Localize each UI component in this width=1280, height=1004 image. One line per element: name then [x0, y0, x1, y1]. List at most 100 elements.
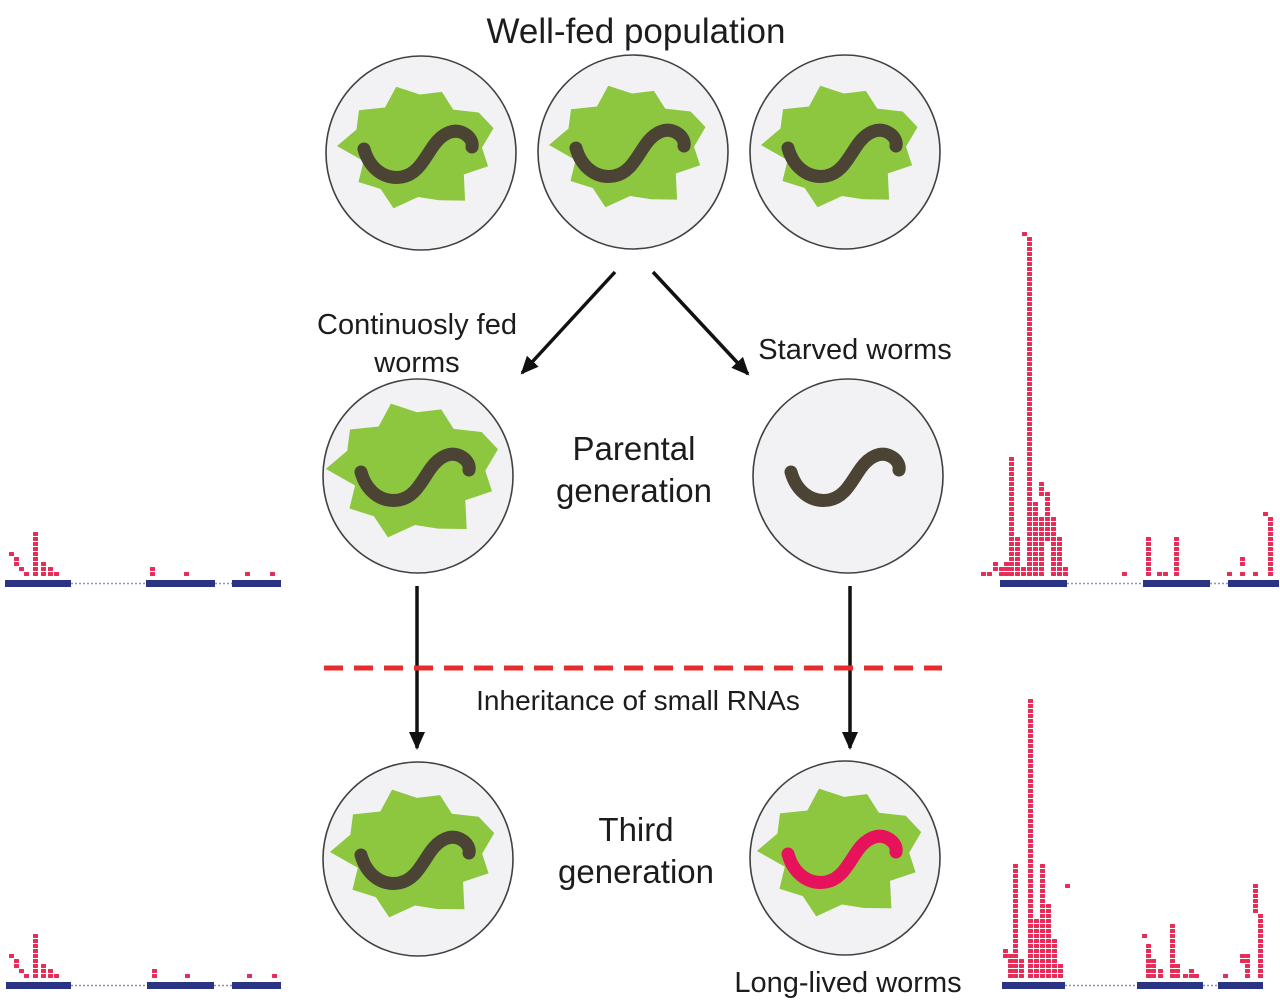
read-square [1027, 477, 1032, 481]
read-square [1057, 547, 1062, 551]
read-square [1015, 547, 1020, 551]
read-square [14, 964, 19, 968]
read-square [1158, 969, 1163, 973]
read-square [14, 959, 19, 963]
read-square [150, 572, 155, 576]
read-square [1009, 472, 1014, 476]
small-rna-reads [9, 934, 277, 978]
label-parental-generation: Parental generation [556, 430, 712, 509]
read-square [1057, 562, 1062, 566]
f3-longlived-plate [749, 760, 941, 956]
read-square [1009, 557, 1014, 561]
read-square [1009, 482, 1014, 486]
read-square [1027, 347, 1032, 351]
read-square [1027, 462, 1032, 466]
read-square [1034, 944, 1039, 948]
read-square [24, 974, 29, 978]
read-square [1027, 507, 1032, 511]
read-square [33, 949, 38, 953]
read-square [1013, 944, 1018, 948]
read-square [1045, 512, 1050, 516]
read-square [1028, 864, 1033, 868]
small-rna-reads [981, 232, 1273, 576]
worm-icon [784, 447, 906, 507]
read-square [1013, 949, 1018, 953]
read-square [1151, 974, 1156, 978]
read-square [1146, 964, 1151, 968]
read-square [1009, 537, 1014, 541]
label-starved-worms: Starved worms [758, 334, 952, 366]
gene-exon [147, 982, 214, 989]
read-square [1151, 959, 1156, 963]
read-square [1174, 537, 1179, 541]
read-square [1027, 277, 1032, 281]
read-square [19, 567, 24, 571]
read-square [1039, 532, 1044, 536]
read-square [1027, 242, 1032, 246]
read-square [1174, 547, 1179, 551]
read-square [1028, 969, 1033, 973]
read-square [1027, 387, 1032, 391]
read-square [1013, 864, 1018, 868]
read-square [1027, 327, 1032, 331]
read-square [1027, 472, 1032, 476]
read-square [1015, 562, 1020, 566]
read-square [1058, 964, 1063, 968]
read-square [1015, 567, 1020, 571]
read-square [1027, 557, 1032, 561]
read-square [1009, 487, 1014, 491]
read-square [1028, 909, 1033, 913]
read-square [1019, 959, 1024, 963]
worm-icon [354, 830, 476, 890]
read-square [1027, 542, 1032, 546]
read-square [1146, 944, 1151, 948]
read-square [1028, 919, 1033, 923]
read-square [1057, 537, 1062, 541]
read-square [1268, 522, 1273, 526]
read-square [1028, 819, 1033, 823]
read-square [1009, 467, 1014, 471]
read-square [1040, 934, 1045, 938]
read-square [1040, 959, 1045, 963]
read-square [1028, 874, 1033, 878]
read-square [33, 959, 38, 963]
read-square [1027, 357, 1032, 361]
read-square [1028, 869, 1033, 873]
read-square [1170, 959, 1175, 963]
read-square [1040, 924, 1045, 928]
read-square [1015, 542, 1020, 546]
read-square [1051, 562, 1056, 566]
read-square [1033, 517, 1038, 521]
read-square [1052, 964, 1057, 968]
read-square [1009, 462, 1014, 466]
read-square [1027, 322, 1032, 326]
read-square [1027, 397, 1032, 401]
read-square [33, 562, 38, 566]
read-square [1013, 919, 1018, 923]
read-square [272, 974, 277, 978]
read-square [1146, 959, 1151, 963]
read-square [1258, 919, 1263, 923]
read-square [1040, 939, 1045, 943]
read-square [1065, 884, 1070, 888]
read-square [1174, 542, 1179, 546]
read-square [1163, 572, 1168, 576]
read-square [1268, 567, 1273, 571]
read-square [1268, 532, 1273, 536]
read-square [993, 567, 998, 571]
read-square [1015, 552, 1020, 556]
read-square [1028, 889, 1033, 893]
read-square [14, 562, 19, 566]
read-square [1046, 924, 1051, 928]
read-square [1013, 929, 1018, 933]
read-square [1040, 899, 1045, 903]
read-square [1027, 457, 1032, 461]
read-square [1027, 567, 1032, 571]
bacteria-lawn [761, 85, 918, 208]
read-square [1146, 537, 1151, 541]
read-square [1027, 257, 1032, 261]
read-square [1013, 914, 1018, 918]
title-well-fed-population: Well-fed population [486, 12, 786, 51]
bacteria-lawn [549, 85, 706, 208]
read-square [1008, 954, 1013, 958]
